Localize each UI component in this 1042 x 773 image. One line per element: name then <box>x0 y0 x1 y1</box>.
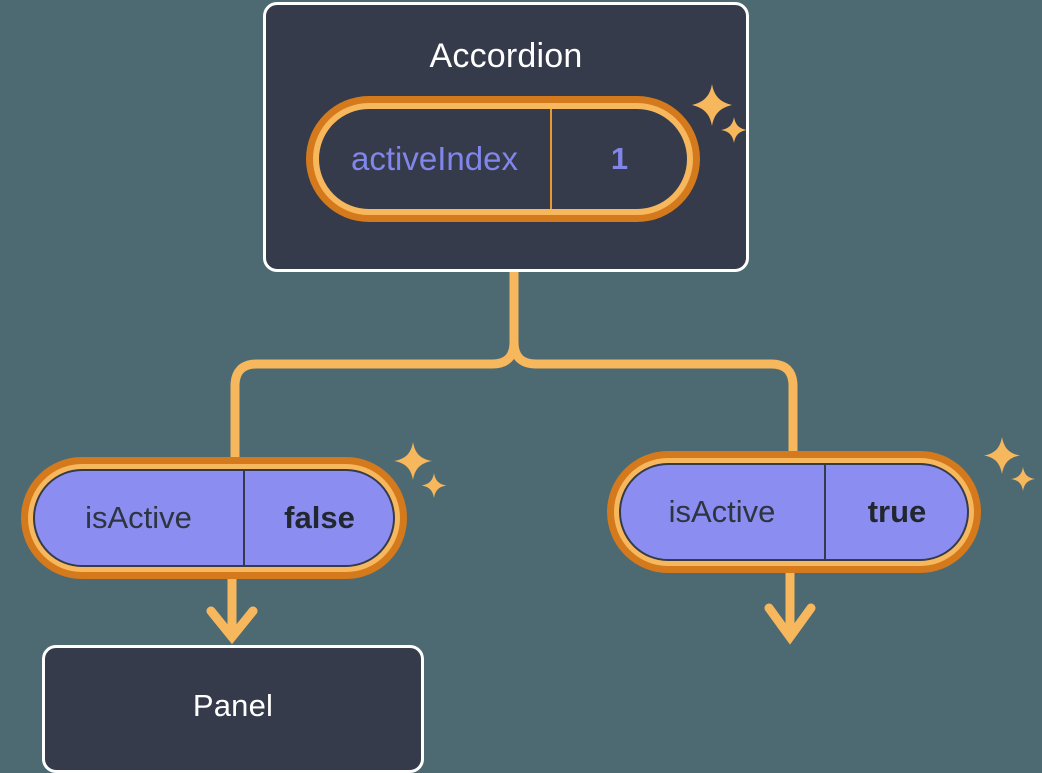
prop-key-activeindex: activeIndex <box>319 109 552 209</box>
arrow-left-panel <box>206 578 258 645</box>
prop-pill-activeindex[interactable]: activeIndex 1 <box>313 103 693 215</box>
accordion-card-title: Accordion <box>429 37 583 75</box>
prop-value-activeindex: 1 <box>610 141 629 176</box>
prop-value-isactive-left: false <box>284 500 355 535</box>
prop-key-isactive-right: isActive <box>620 464 826 560</box>
sparkle-icon <box>984 437 1035 491</box>
connector-branch-right <box>509 337 798 460</box>
sparkle-icon <box>394 442 447 498</box>
prop-value-isactive-right: true <box>867 494 927 529</box>
prop-pill-isactive-true[interactable]: isActive true <box>614 458 974 566</box>
panel-card-left-title: Panel <box>192 688 274 723</box>
arrow-right-panel <box>764 572 816 645</box>
prop-key-isactive-left: isActive <box>34 470 245 566</box>
connector-branch-left <box>230 337 519 465</box>
panel-card-left[interactable]: Panel <box>42 645 424 773</box>
prop-pill-isactive-false[interactable]: isActive false <box>28 464 400 572</box>
